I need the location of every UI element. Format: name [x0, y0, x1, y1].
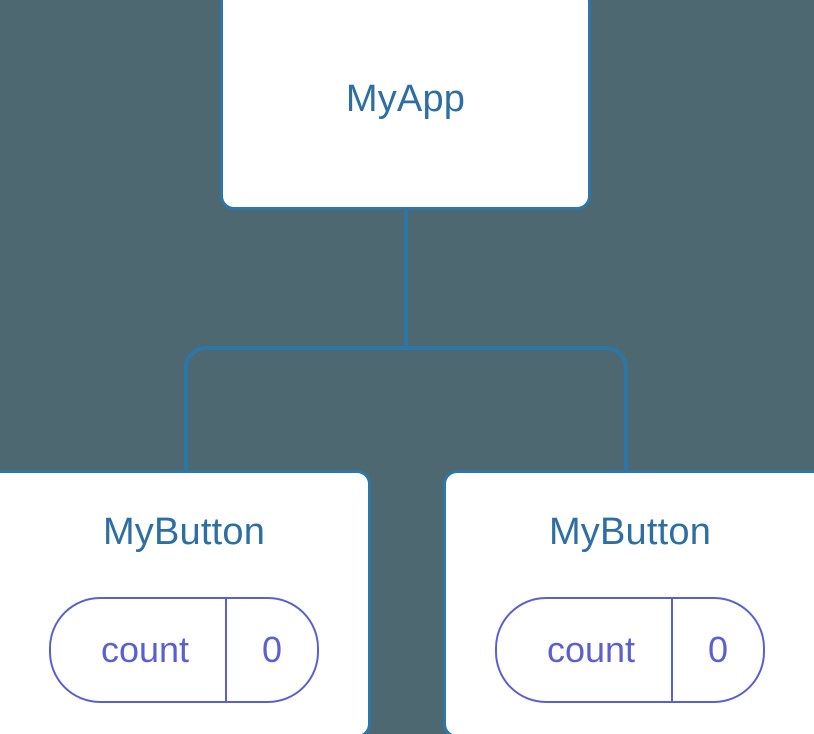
node-title: MyButton	[548, 511, 712, 553]
state-value-label: 0	[671, 599, 763, 701]
edge-to-child-right	[406, 346, 628, 472]
node-title: MyApp	[345, 78, 466, 120]
state-capsule-count[interactable]: count 0	[49, 597, 319, 703]
node-title: MyButton	[102, 511, 266, 553]
tree-node-mybutton-left[interactable]: MyButton count 0	[0, 470, 371, 734]
state-value-label: 0	[225, 599, 317, 701]
edge-to-child-left	[184, 346, 406, 472]
tree-node-mybutton-right[interactable]: MyButton count 0	[443, 470, 814, 734]
tree-node-myapp[interactable]: MyApp	[220, 0, 591, 210]
node-content: MyButton count 0	[495, 513, 765, 703]
state-key-label: count	[546, 629, 636, 670]
state-key-label: count	[100, 629, 190, 670]
node-content: MyButton count 0	[49, 513, 319, 703]
state-capsule-count[interactable]: count 0	[495, 597, 765, 703]
